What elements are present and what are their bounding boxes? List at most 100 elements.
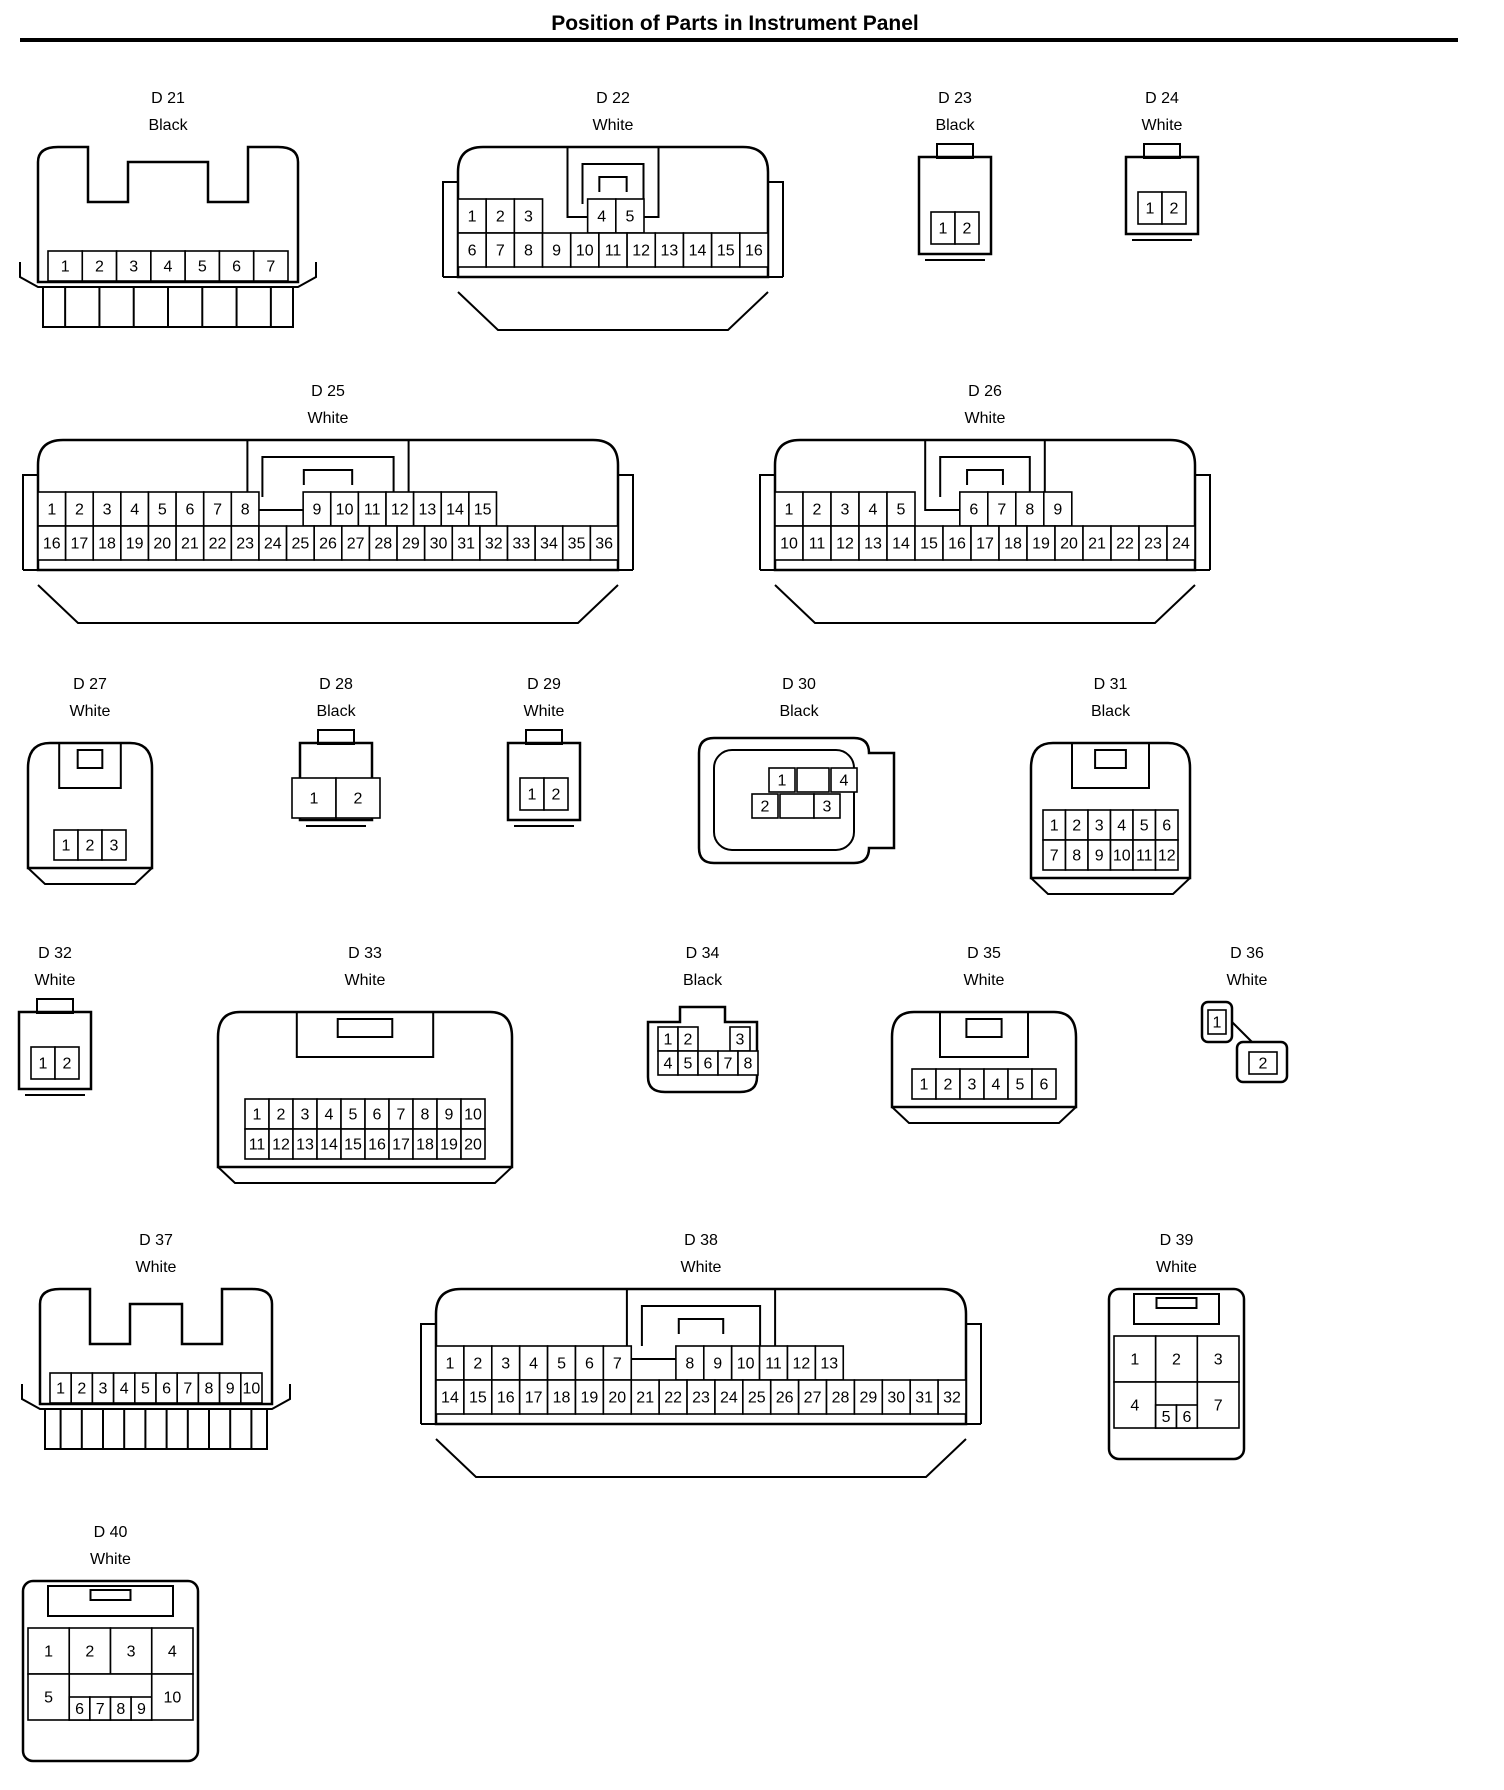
pin-cavity bbox=[388, 1128, 414, 1160]
pin-cavity bbox=[1031, 1068, 1057, 1100]
pin-cavity bbox=[825, 1379, 856, 1415]
pin-cavity bbox=[546, 1345, 577, 1381]
connector-color: White bbox=[1156, 1259, 1197, 1276]
pin-number: 1 bbox=[39, 1056, 48, 1073]
pin-number: 9 bbox=[445, 1107, 454, 1124]
terminal-comb bbox=[44, 1408, 268, 1450]
pin-number: 3 bbox=[823, 799, 832, 816]
pin-number: 1 bbox=[445, 1356, 454, 1373]
pin-number: 19 bbox=[1032, 536, 1050, 553]
lock-frame bbox=[1071, 742, 1150, 789]
pin-cavity bbox=[1082, 525, 1112, 561]
pin-number: 25 bbox=[291, 536, 309, 553]
pin-number: 1 bbox=[920, 1077, 929, 1094]
pin-cavity bbox=[937, 1379, 967, 1415]
housing-skirt bbox=[37, 584, 619, 624]
pin-number: 2 bbox=[63, 1056, 72, 1073]
pin-cavity bbox=[830, 491, 860, 527]
pin-number: 33 bbox=[512, 536, 530, 553]
connector-color: Black bbox=[1090, 703, 1131, 720]
pin-cavity bbox=[830, 767, 858, 793]
pin-number: 1 bbox=[1130, 1352, 1139, 1369]
pin-cavity bbox=[435, 1379, 465, 1415]
connector-id: D 31 bbox=[1093, 676, 1128, 693]
lock-tab bbox=[1155, 1297, 1198, 1309]
pin-number: 10 bbox=[737, 1356, 755, 1373]
connector-id: D 28 bbox=[319, 676, 353, 693]
pin-number: 24 bbox=[264, 536, 282, 553]
connector-housing bbox=[36, 145, 300, 284]
housing-link bbox=[1231, 1021, 1253, 1043]
pin-cavity bbox=[479, 525, 509, 561]
pin-cavity bbox=[1196, 1381, 1240, 1429]
pin-cavity bbox=[658, 1379, 688, 1415]
connector-color: White bbox=[592, 117, 634, 134]
housing-skirt bbox=[1030, 877, 1191, 895]
pin-number: 1 bbox=[528, 787, 537, 804]
lock-frame bbox=[47, 1585, 174, 1617]
pin-cavity bbox=[101, 829, 127, 861]
pin-cavity bbox=[1113, 1335, 1157, 1383]
pin-number: 14 bbox=[689, 243, 707, 260]
pin-cavity bbox=[285, 525, 315, 561]
connector-id: D 26 bbox=[968, 383, 1002, 400]
pin-cavity bbox=[561, 525, 592, 561]
pin-number: 14 bbox=[441, 1390, 459, 1407]
pin-cavity bbox=[1154, 839, 1179, 871]
pin-cavity bbox=[175, 491, 205, 527]
pin-number: 1 bbox=[1213, 1015, 1222, 1032]
pin-number: 6 bbox=[162, 1381, 171, 1398]
lock-tab bbox=[317, 729, 355, 745]
pin-number: 22 bbox=[209, 536, 227, 553]
connector-id: D 33 bbox=[348, 945, 382, 962]
pin-number: 4 bbox=[130, 502, 139, 519]
pin-number: 2 bbox=[1072, 818, 1081, 835]
pin-number: 36 bbox=[595, 536, 613, 553]
pin-number: 2 bbox=[1259, 1056, 1268, 1073]
pin-number: 6 bbox=[75, 1701, 84, 1718]
pin-number: 11 bbox=[364, 502, 381, 519]
pin-number: 4 bbox=[597, 209, 606, 226]
pin-cavity bbox=[412, 1128, 438, 1160]
pin-number: 19 bbox=[581, 1390, 599, 1407]
housing-skirt bbox=[891, 1106, 1077, 1124]
pin-number: 11 bbox=[1136, 848, 1153, 865]
pin-number: 4 bbox=[992, 1077, 1001, 1094]
pin-cavity bbox=[602, 1345, 633, 1381]
pin-number: 16 bbox=[43, 536, 61, 553]
lock-tab bbox=[936, 143, 974, 159]
pin-cavity bbox=[737, 1050, 759, 1076]
pin-cavity bbox=[340, 1128, 366, 1160]
pin-number: 5 bbox=[684, 1056, 693, 1073]
pin-number: 3 bbox=[129, 259, 138, 276]
pin-number: 32 bbox=[485, 536, 503, 553]
connector-color: White bbox=[135, 1259, 177, 1276]
pin-cavity bbox=[335, 777, 381, 819]
pin-number: 21 bbox=[181, 536, 199, 553]
pin-cavity bbox=[630, 1379, 660, 1415]
pin-number: 2 bbox=[85, 1644, 94, 1661]
pin-number: 2 bbox=[95, 259, 104, 276]
pin-cavity bbox=[813, 793, 841, 819]
pin-number: 4 bbox=[168, 1644, 177, 1661]
connector-color: White bbox=[34, 972, 76, 989]
pin-number: 10 bbox=[163, 1690, 181, 1707]
connector-color: White bbox=[307, 410, 349, 427]
pin-number: 12 bbox=[793, 1356, 811, 1373]
pin-number: 7 bbox=[96, 1701, 105, 1718]
pin-number: 9 bbox=[312, 502, 321, 519]
pin-number: 2 bbox=[684, 1032, 693, 1049]
pin-number: 3 bbox=[736, 1032, 745, 1049]
pin-number: 30 bbox=[887, 1390, 905, 1407]
pin-number: 5 bbox=[1140, 818, 1149, 835]
housing-skirt bbox=[457, 291, 769, 331]
pin-number: 6 bbox=[232, 259, 241, 276]
pin-cavity bbox=[998, 525, 1028, 561]
pin-number: 6 bbox=[1162, 818, 1171, 835]
pin-cavity bbox=[37, 525, 67, 561]
